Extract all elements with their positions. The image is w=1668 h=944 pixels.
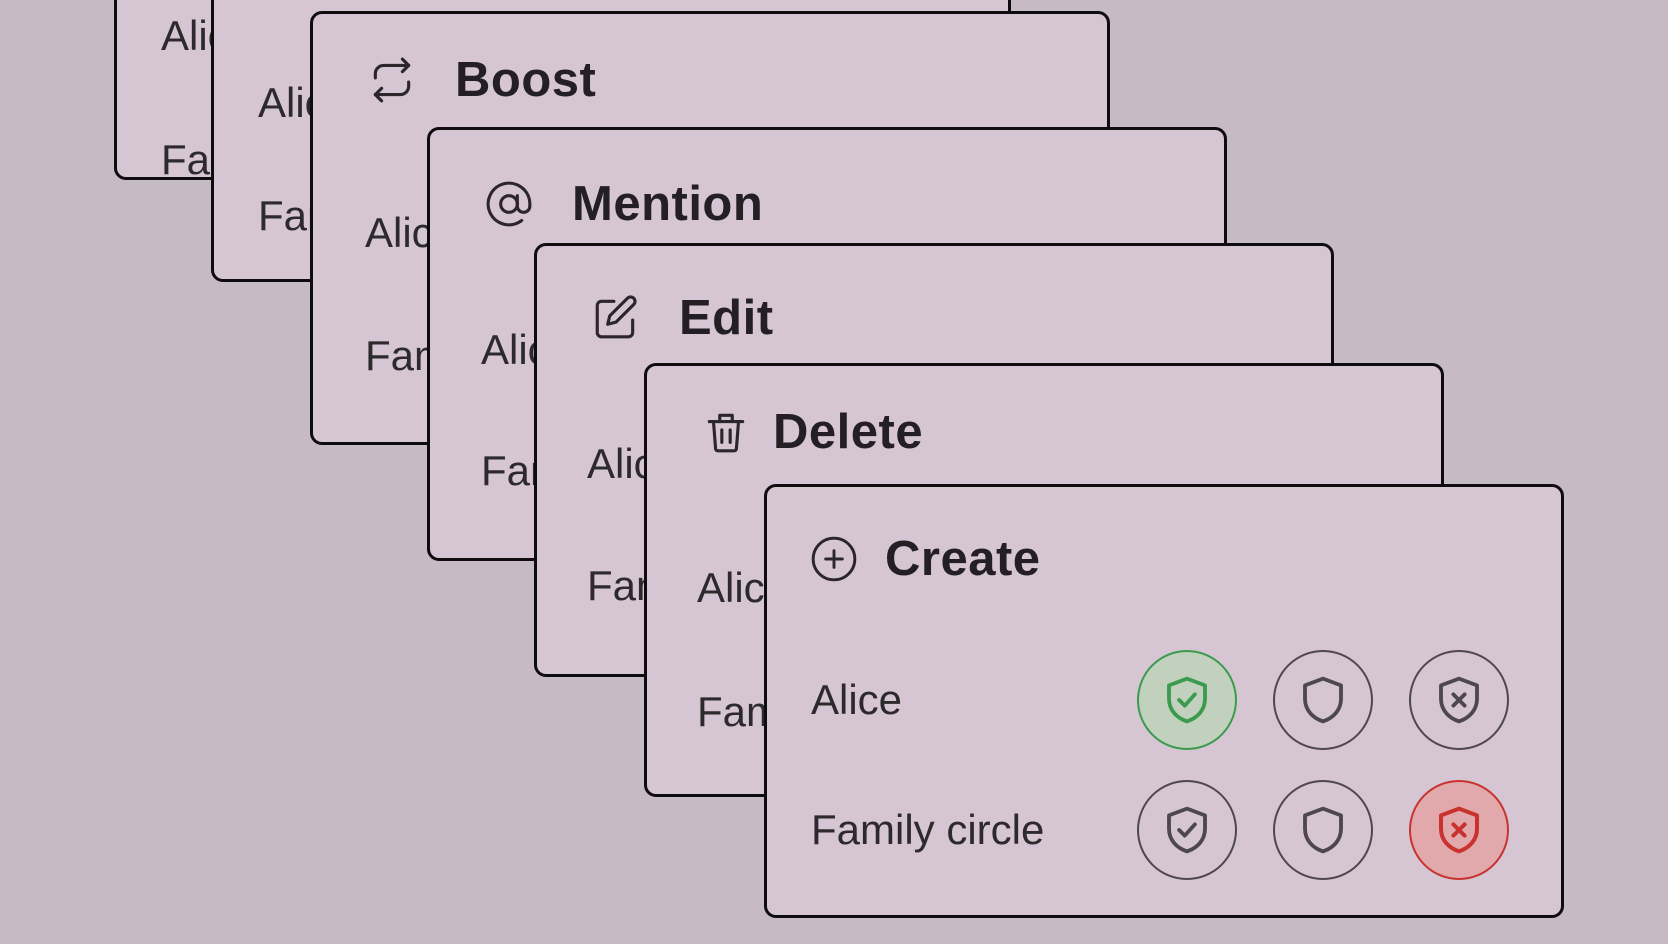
- shield-icon: [1303, 806, 1343, 854]
- shield-check-icon: [1167, 806, 1207, 854]
- permission-card-create: Create Alice: [764, 484, 1564, 918]
- neutral-option-button[interactable]: [1273, 780, 1373, 880]
- deny-option-button[interactable]: [1409, 780, 1509, 880]
- permission-row-alice: Alice: [811, 648, 1509, 752]
- card-title: Edit: [679, 291, 774, 345]
- repeat-arrows-icon: [367, 55, 417, 105]
- shield-x-icon: [1438, 806, 1480, 854]
- row-label: Family circle: [811, 806, 1045, 853]
- allow-option-button[interactable]: [1137, 780, 1237, 880]
- permission-row-family-circle: Family circle: [811, 778, 1509, 882]
- plus-circle-icon: [809, 534, 859, 584]
- card-header: Boost: [367, 50, 596, 110]
- card-title: Mention: [572, 177, 764, 231]
- row-label: Alice: [811, 676, 903, 723]
- shield-x-icon: [1439, 676, 1479, 724]
- trash-icon: [701, 407, 751, 457]
- neutral-option-button[interactable]: [1273, 650, 1373, 750]
- deny-option-button[interactable]: [1409, 650, 1509, 750]
- card-header: Create: [809, 529, 1041, 589]
- card-header: Edit: [591, 288, 774, 348]
- pencil-square-icon: [591, 293, 641, 343]
- shield-check-icon: [1167, 676, 1207, 724]
- card-header: Delete: [701, 402, 923, 462]
- allow-option-button[interactable]: [1137, 650, 1237, 750]
- card-title: Boost: [455, 53, 597, 107]
- card-header: Mention: [484, 174, 763, 234]
- at-sign-icon: [484, 179, 534, 229]
- shield-icon: [1303, 676, 1343, 724]
- card-title: Delete: [773, 405, 924, 459]
- card-title: Create: [885, 532, 1041, 586]
